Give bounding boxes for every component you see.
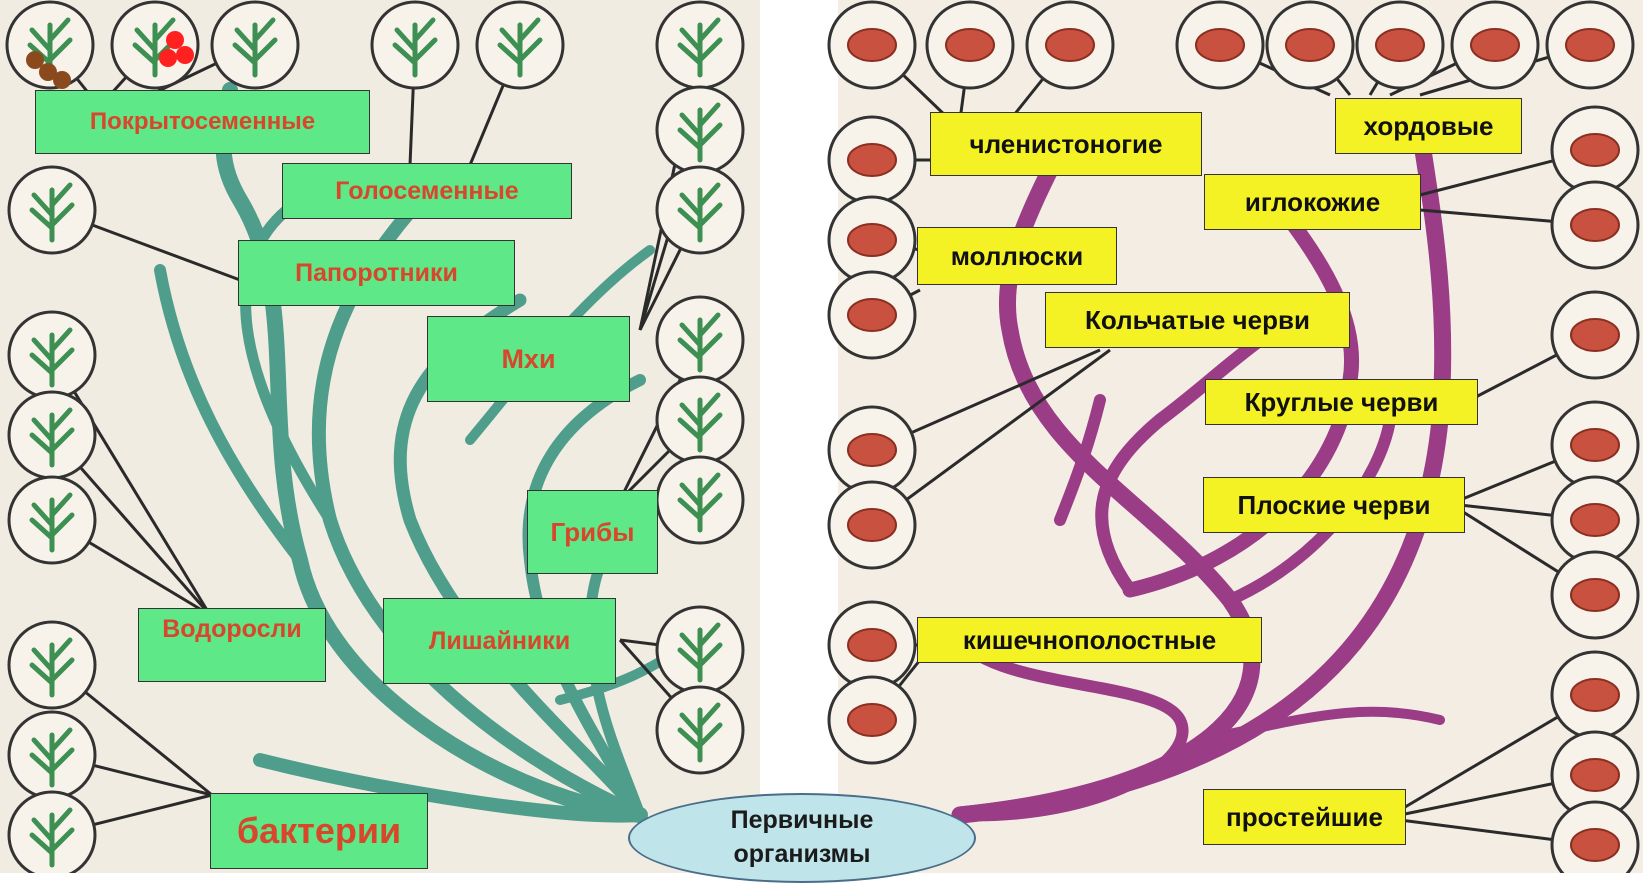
seed-dot-3 bbox=[53, 71, 71, 89]
animal-figure-icon-23 bbox=[1046, 29, 1094, 61]
animal-figure-icon-37 bbox=[1571, 429, 1619, 461]
label-roundworms: Круглые черви bbox=[1205, 379, 1478, 425]
root-line-2: организмы bbox=[734, 838, 871, 872]
animal-figure-icon-30 bbox=[1571, 209, 1619, 241]
label-gymnosperms: Голосеменные bbox=[282, 163, 572, 219]
animal-figure-icon-41 bbox=[848, 704, 896, 736]
animal-figure-icon-21 bbox=[848, 29, 896, 61]
animal-figure-icon-43 bbox=[1571, 759, 1619, 791]
animal-figure-icon-28 bbox=[1566, 29, 1614, 61]
animal-figure-icon-36 bbox=[848, 509, 896, 541]
animal-figure-icon-38 bbox=[1571, 504, 1619, 536]
root-line-1: Первичные bbox=[731, 804, 874, 838]
label-arthropods: членистоногие bbox=[930, 112, 1202, 176]
seed-dot-6 bbox=[159, 49, 177, 67]
label-bacteria: бактерии bbox=[210, 793, 428, 869]
animal-figure-icon-34 bbox=[1571, 319, 1619, 351]
animal-figure-icon-39 bbox=[1571, 579, 1619, 611]
animal-figure-icon-22 bbox=[946, 29, 994, 61]
animal-figure-icon-44 bbox=[1571, 829, 1619, 861]
animal-figure-icon-27 bbox=[1471, 29, 1519, 61]
animal-figure-icon-32 bbox=[848, 224, 896, 256]
label-ferns: Папоротники bbox=[238, 240, 515, 306]
label-echinoderms: иглокожие bbox=[1204, 174, 1421, 230]
label-mollusks: моллюски bbox=[917, 227, 1117, 285]
animal-figure-icon-42 bbox=[1571, 679, 1619, 711]
seed-dot-5 bbox=[176, 46, 194, 64]
animal-figure-icon-40 bbox=[848, 629, 896, 661]
label-flatworms: Плоские черви bbox=[1203, 477, 1465, 533]
label-cnidarians: кишечнополостные bbox=[917, 617, 1262, 663]
animal-figure-icon-31 bbox=[848, 144, 896, 176]
animal-figure-icon-25 bbox=[1286, 29, 1334, 61]
label-lichens: Лишайники bbox=[383, 598, 616, 684]
label-protozoa: простейшие bbox=[1203, 789, 1406, 845]
label-algae: Водоросли bbox=[138, 608, 326, 682]
animal-figure-icon-24 bbox=[1196, 29, 1244, 61]
label-annelids: Кольчатые черви bbox=[1045, 292, 1350, 348]
label-chordates: хордовые bbox=[1335, 98, 1522, 154]
label-angiosperms: Покрытосеменные bbox=[35, 90, 370, 154]
label-mosses: Мхи bbox=[427, 316, 630, 402]
root-primary-organisms: Первичные организмы bbox=[628, 793, 976, 883]
animal-figure-icon-29 bbox=[1571, 134, 1619, 166]
seed-dot-4 bbox=[166, 31, 184, 49]
animal-figure-icon-26 bbox=[1376, 29, 1424, 61]
animal-figure-icon-33 bbox=[848, 299, 896, 331]
label-fungi: Грибы bbox=[527, 490, 658, 574]
animal-figure-icon-35 bbox=[848, 434, 896, 466]
